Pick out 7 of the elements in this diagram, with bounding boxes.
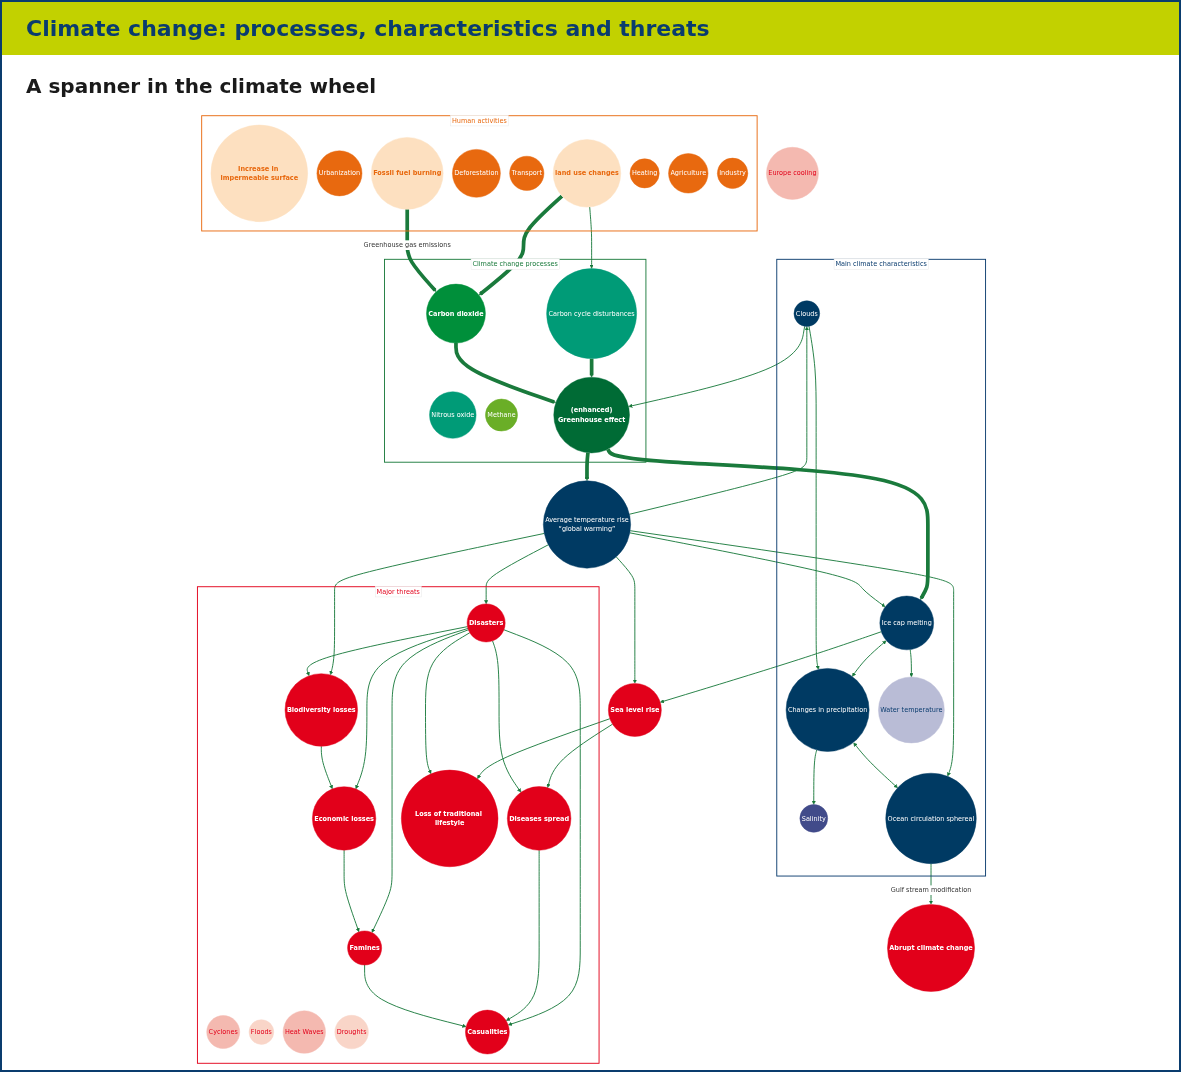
title-bar: Climate change: processes, characteristics and threats <box>2 2 1179 55</box>
arrow <box>478 194 564 296</box>
arrow <box>606 448 930 600</box>
arrow <box>584 452 590 481</box>
diagram-caption: A spanner in the climate wheel <box>26 74 377 98</box>
arrow <box>405 209 437 292</box>
arrow <box>454 343 557 404</box>
